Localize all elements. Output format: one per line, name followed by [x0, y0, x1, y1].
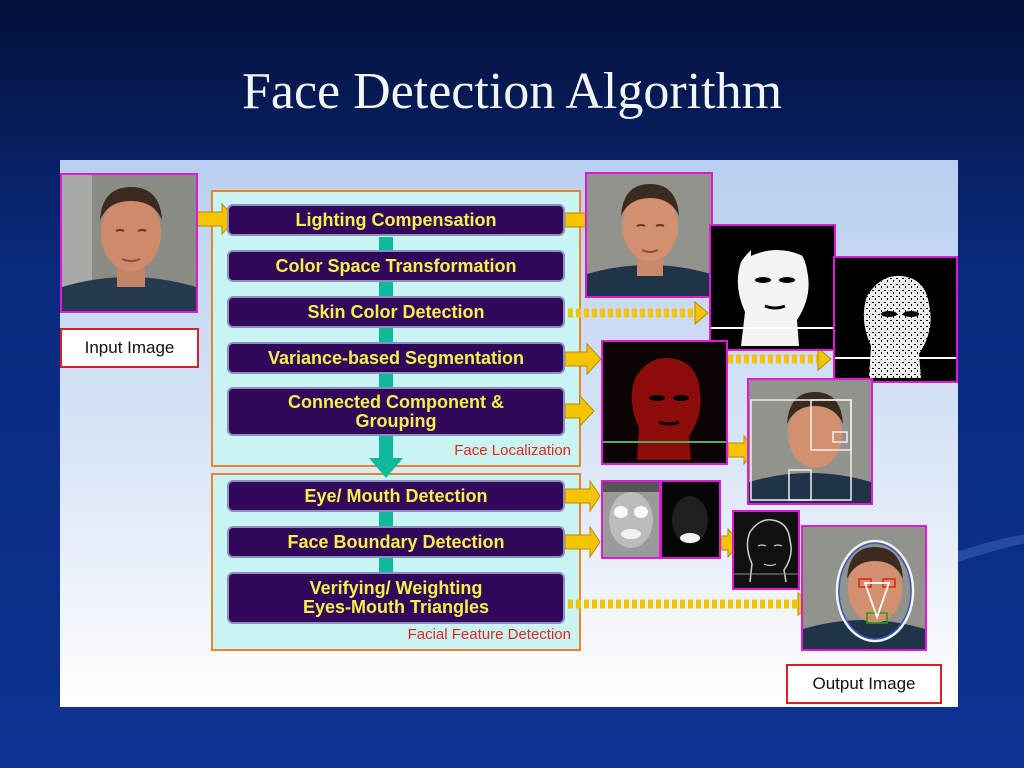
- input-image-tag: Input Image: [60, 328, 199, 368]
- output-face-image: [801, 525, 927, 651]
- step-eye-mouth-detection: Eye/ Mouth Detection: [227, 480, 565, 512]
- eye-map-image: [601, 480, 661, 559]
- step-verifying-triangles: Verifying/ Weighting Eyes-Mouth Triangle…: [227, 572, 565, 624]
- input-face-image: [60, 173, 198, 313]
- boundary-arrow: [564, 525, 601, 559]
- variance-arrow: [564, 342, 602, 376]
- step-lighting-compensation: Lighting Compensation: [227, 204, 565, 236]
- facial-feature-label: Facial Feature Detection: [407, 626, 571, 643]
- step-face-boundary-detection: Face Boundary Detection: [227, 526, 565, 558]
- step-connected-component: Connected Component & Grouping: [227, 387, 565, 436]
- eye-mouth-arrow: [564, 479, 601, 513]
- vertical-connectors: [369, 237, 403, 572]
- connected-component-image: [601, 340, 728, 465]
- skin-mask-image: [709, 224, 836, 351]
- flowchart-figure: Face Localization Facial Feature Detecti…: [60, 160, 958, 707]
- edge-map-image: [732, 510, 800, 590]
- compensated-face-image: [585, 172, 713, 298]
- step-variance-segmentation: Variance-based Segmentation: [227, 342, 565, 374]
- step-color-space-transformation: Color Space Transformation: [227, 250, 565, 282]
- face-candidate-image: [747, 378, 873, 505]
- step-skin-color-detection: Skin Color Detection: [227, 296, 565, 328]
- mouth-map-image: [660, 480, 721, 559]
- connected-arrow: [564, 394, 595, 428]
- slide-title: Face Detection Algorithm: [241, 63, 783, 120]
- output-image-tag: Output Image: [786, 664, 942, 704]
- variance-mask-image: [833, 256, 958, 383]
- face-localization-label: Face Localization: [454, 442, 571, 459]
